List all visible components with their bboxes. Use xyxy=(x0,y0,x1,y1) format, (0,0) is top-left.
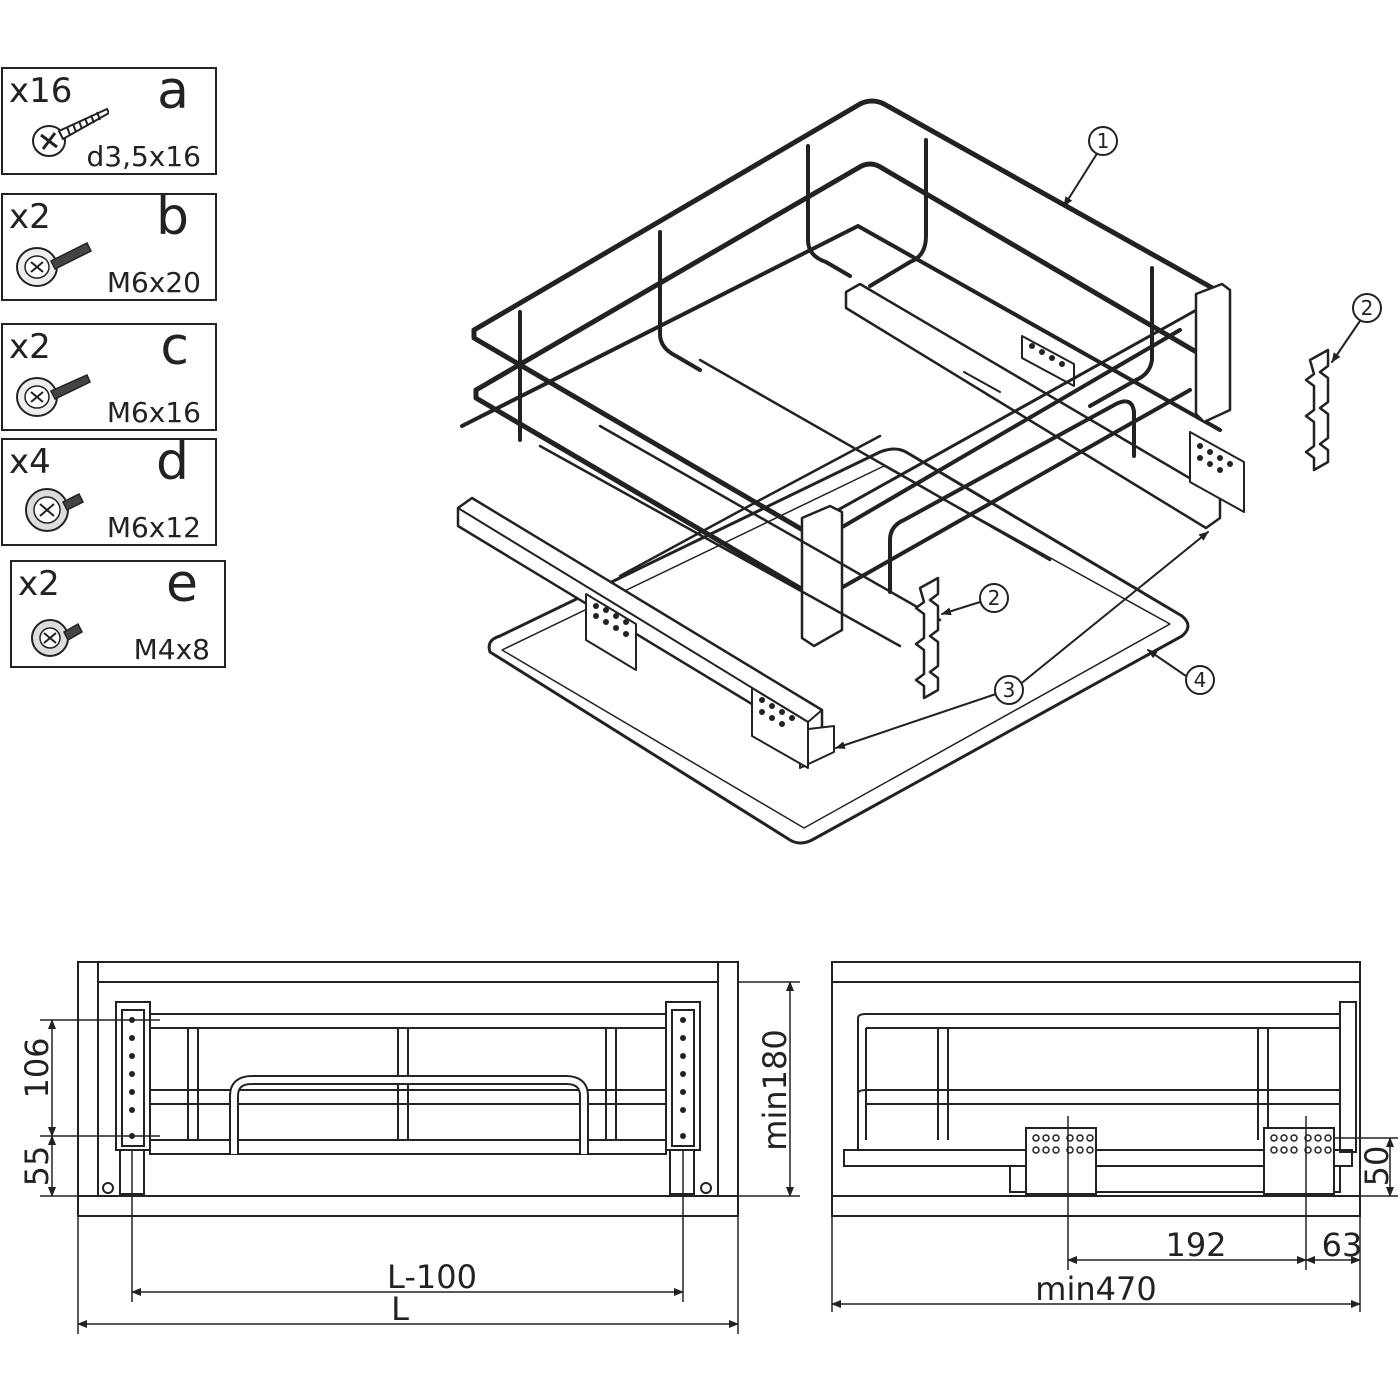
callout-2-right: 2 xyxy=(1361,296,1374,320)
callout-4: 4 xyxy=(1194,668,1207,692)
dim-50: 50 xyxy=(1358,1146,1396,1187)
hardware-a-qty: x16 xyxy=(9,71,73,111)
callout-2-left: 2 xyxy=(988,586,1001,610)
side-view-holes xyxy=(1032,1134,1332,1154)
short-bolt-icon xyxy=(31,619,83,657)
dim-192: 192 xyxy=(1165,1226,1226,1264)
hardware-e-letter: e xyxy=(166,554,198,614)
dim-min180: min180 xyxy=(756,1029,794,1150)
hardware-a-letter: a xyxy=(157,61,189,121)
dim-106: 106 xyxy=(18,1037,56,1098)
wire-basket xyxy=(460,98,1232,648)
bracket-left xyxy=(914,576,940,700)
front-view-dim-labels: 106 55 min180 L-100 L xyxy=(18,1029,794,1328)
side-view xyxy=(831,961,1361,1217)
bolt-icon xyxy=(16,374,91,417)
hardware-e-size: M4x8 xyxy=(133,633,210,666)
callout-labels: 1 2 2 3 4 xyxy=(988,129,1374,702)
dim-l: L xyxy=(391,1290,409,1328)
hardware-e-box: x2 e M4x8 xyxy=(10,554,226,668)
front-view-dimensions xyxy=(40,981,800,1334)
side-view-dimensions xyxy=(831,1116,1398,1312)
hardware-a-box: x16 a d3,5x16 xyxy=(1,61,217,175)
hardware-b-letter: b xyxy=(155,187,189,247)
hardware-e-qty: x2 xyxy=(18,564,60,604)
hardware-b-size: M6x20 xyxy=(106,266,201,299)
hardware-d-letter: d xyxy=(155,432,189,492)
isometric-view xyxy=(456,98,1382,845)
hardware-c-letter: c xyxy=(160,317,189,377)
hardware-c-qty: x2 xyxy=(9,327,51,367)
callout-3: 3 xyxy=(1003,678,1016,702)
hardware-b-box: x2 b M6x20 xyxy=(1,187,217,301)
wood-screw-icon xyxy=(32,107,109,157)
hardware-a-size: d3,5x16 xyxy=(86,140,201,173)
hardware-d-qty: x4 xyxy=(9,442,51,482)
callout-1: 1 xyxy=(1097,129,1110,153)
front-view-holes xyxy=(129,1017,686,1139)
hardware-c-box: x2 c M6x16 xyxy=(1,317,217,431)
hardware-d-size: M6x12 xyxy=(106,511,201,544)
short-bolt-icon xyxy=(25,488,85,532)
hardware-b-qty: x2 xyxy=(9,197,51,237)
bracket-right xyxy=(1304,348,1330,472)
front-view xyxy=(77,961,739,1217)
base-tray xyxy=(487,447,1190,845)
hardware-d-box: x4 d M6x12 xyxy=(1,432,217,546)
dim-63: 63 xyxy=(1322,1226,1363,1264)
bolt-icon xyxy=(16,241,93,287)
dim-min470: min470 xyxy=(1035,1270,1156,1308)
dim-55: 55 xyxy=(18,1146,56,1187)
dim-l-100: L-100 xyxy=(387,1258,477,1296)
side-view-dim-labels: 192 63 min470 50 xyxy=(1035,1146,1396,1308)
hardware-c-size: M6x16 xyxy=(106,396,201,429)
left-runner xyxy=(456,496,835,769)
